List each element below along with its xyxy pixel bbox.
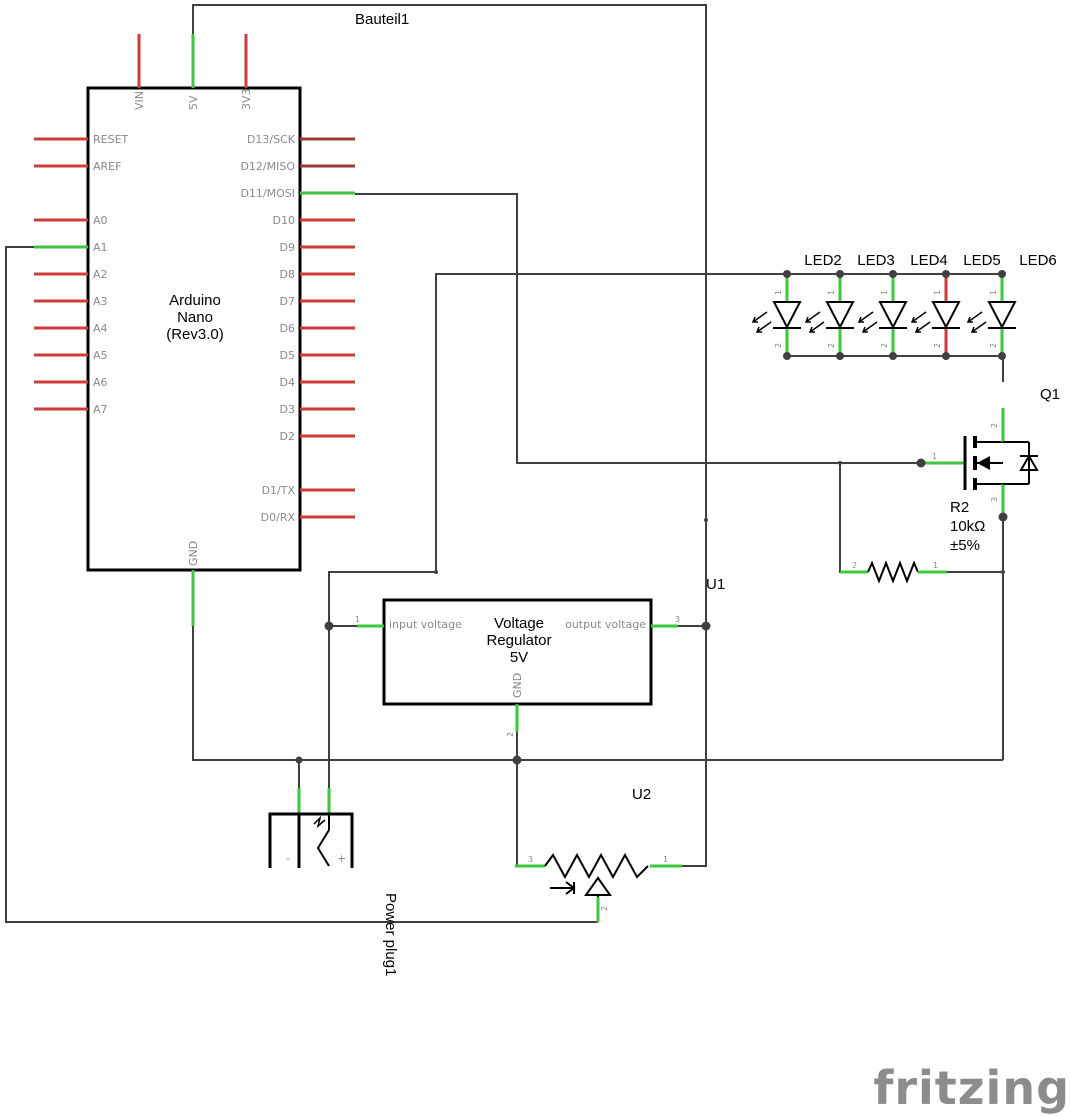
q1-gate-num: 1 bbox=[932, 452, 937, 461]
pot-wiper-num: 2 bbox=[600, 906, 609, 911]
plug-plus-label: + bbox=[337, 852, 346, 865]
arduino-pin-label: VIN bbox=[133, 91, 146, 110]
regulator-gnd-label: GND bbox=[511, 673, 524, 698]
junctions bbox=[295, 458, 1008, 765]
mosfet-q1: 1 2 3 bbox=[921, 408, 1039, 517]
led-anode-num: 1 bbox=[933, 290, 942, 295]
u1-label: U1 bbox=[706, 576, 725, 593]
led-cathode-num: 2 bbox=[827, 343, 836, 348]
led-cathode-num: 2 bbox=[933, 343, 942, 348]
arduino-pin-label: A5 bbox=[93, 349, 108, 362]
led-cathode-num: 2 bbox=[989, 343, 998, 348]
led-cathode-num: 2 bbox=[880, 343, 889, 348]
arduino-title-line1: Arduino bbox=[169, 292, 221, 309]
led-anode-num: 1 bbox=[827, 290, 836, 295]
regulator-title-line3: 5V bbox=[510, 649, 528, 666]
regulator-gnd-num: 2 bbox=[506, 732, 515, 737]
led-label: LED5 bbox=[963, 252, 1001, 269]
voltage-regulator: input voltage output voltage GND 1 3 2 V… bbox=[355, 598, 680, 737]
arduino-top-pins: VIN 5V 3V3 bbox=[133, 34, 253, 110]
regulator-input-num: 1 bbox=[355, 615, 360, 624]
led-label: LED4 bbox=[910, 252, 948, 269]
arduino-pin-label: D5 bbox=[280, 349, 295, 362]
led-cathode-num: 2 bbox=[774, 343, 783, 348]
arduino-pin-label: A2 bbox=[93, 268, 108, 281]
r2-label-line2: 10kΩ bbox=[950, 518, 985, 535]
arduino-pin-label: D1/TX bbox=[262, 484, 296, 497]
arduino-pin-label: D0/RX bbox=[261, 511, 296, 524]
r2-left-num: 2 bbox=[852, 561, 857, 570]
led-led6: 1 2 LED6 bbox=[966, 252, 1057, 360]
arduino-pin-label: D7 bbox=[280, 295, 295, 308]
r2-label-line3: ±5% bbox=[950, 537, 980, 554]
arduino-right-pins: D13/SCK D12/MISO D11/MOSI D10D9D8D7D6D5D4D3… bbox=[240, 133, 355, 524]
wires bbox=[5, 4, 1004, 923]
arduino-pin-label: 3V3 bbox=[240, 88, 253, 110]
arduino-pin-label: D4 bbox=[280, 376, 295, 389]
regulator-output-label: output voltage bbox=[565, 618, 646, 631]
plug-minus-label: - bbox=[286, 852, 290, 865]
fritzing-logo: fritzing bbox=[873, 1061, 1070, 1115]
led-led2: 1 2 LED2 bbox=[751, 252, 842, 360]
regulator-input-label: input voltage bbox=[389, 618, 462, 631]
led-anode-num: 1 bbox=[774, 290, 783, 295]
u2-label: U2 bbox=[632, 786, 651, 803]
arduino-pin-label: D9 bbox=[280, 241, 295, 254]
resistor-r2: 2 1 bbox=[840, 560, 947, 584]
q1-label: Q1 bbox=[1040, 386, 1060, 403]
q1-source-num: 3 bbox=[990, 497, 999, 502]
led-led3: 1 2 LED3 bbox=[804, 252, 895, 360]
led-array: 1 2 LED2 1 2 LED3 1 2 LED4 1 2 LED5 1 2 LED6 bbox=[751, 252, 1057, 360]
arduino-pin-label: A1 bbox=[93, 241, 108, 254]
led-anode-num: 1 bbox=[989, 290, 998, 295]
arduino-pin-label: D10 bbox=[273, 214, 295, 227]
power-plug-label: Power plug1 bbox=[382, 893, 399, 976]
led-anode-num: 1 bbox=[880, 290, 889, 295]
r2-right-num: 1 bbox=[933, 561, 938, 570]
arduino-pin-label: 5V bbox=[187, 95, 200, 110]
arduino-nano: Arduino Nano (Rev3.0) VIN 5V 3V3 RESET AREF… bbox=[34, 34, 355, 626]
arduino-pin-label: D13/SCK bbox=[247, 133, 296, 146]
arduino-pin-label: D3 bbox=[280, 403, 295, 416]
led-led5: 1 2 LED5 bbox=[910, 252, 1001, 360]
arduino-pin-label: A3 bbox=[93, 295, 108, 308]
arduino-pin-label: A4 bbox=[93, 322, 108, 335]
arduino-pin-label: A0 bbox=[93, 214, 108, 227]
led-led4: 1 2 LED4 bbox=[857, 252, 948, 360]
arduino-pin-label: RESET bbox=[93, 133, 129, 146]
arduino-pin-label: D8 bbox=[280, 268, 295, 281]
arduino-pin-label: A7 bbox=[93, 403, 108, 416]
arduino-pin-label: D11/MOSI bbox=[240, 187, 295, 200]
arduino-pin-label: D6 bbox=[280, 322, 295, 335]
bauteil1-label: Bauteil1 bbox=[355, 11, 409, 28]
power-plug: - + bbox=[268, 788, 354, 868]
pot-right-num: 1 bbox=[663, 855, 668, 864]
arduino-title-line2: Nano bbox=[177, 309, 213, 326]
regulator-output-num: 3 bbox=[675, 615, 680, 624]
arduino-gnd-label: GND bbox=[187, 541, 200, 566]
regulator-title-line1: Voltage bbox=[494, 615, 544, 632]
arduino-title-line3: (Rev3.0) bbox=[166, 326, 224, 343]
arduino-pin-label: A6 bbox=[93, 376, 108, 389]
r2-label-line1: R2 bbox=[950, 499, 969, 516]
arduino-pin-label: AREF bbox=[93, 160, 121, 173]
led-label: LED6 bbox=[1019, 252, 1057, 269]
q1-drain-num: 2 bbox=[990, 423, 999, 428]
arduino-pin-label: D2 bbox=[280, 430, 295, 443]
potentiometer-u2: 3 1 2 bbox=[515, 852, 682, 922]
arduino-pin-label: D12/MISO bbox=[240, 160, 295, 173]
regulator-title-line2: Regulator bbox=[486, 632, 551, 649]
pot-left-num: 3 bbox=[528, 855, 533, 864]
led-label: LED2 bbox=[804, 252, 842, 269]
led-label: LED3 bbox=[857, 252, 895, 269]
